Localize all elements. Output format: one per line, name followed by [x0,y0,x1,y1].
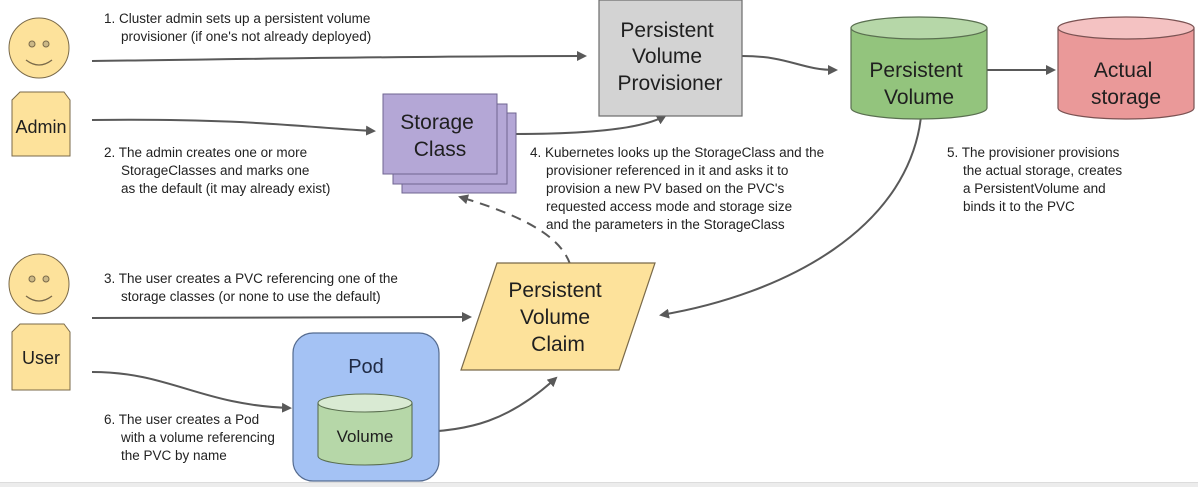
user-label: User [22,348,60,368]
edge-user-to-pod [91,371,292,413]
step-2-annotation: 2. The admin creates one or more Storage… [104,145,330,196]
pvc-label-line: Persistent [508,279,602,302]
step-4-annotation: 4. Kubernetes looks up the StorageClass … [530,145,828,232]
pod-node: Pod Volume [292,332,440,482]
storage-class-card-front [382,93,498,175]
pvc-label-line: Claim [531,333,585,356]
user-smile-icon [25,295,53,302]
step-line: 4. Kubernetes looks up the StorageClass … [530,145,824,160]
actual-storage-node: Actual storage [1057,16,1195,120]
storage-cylinder-top [1057,16,1195,40]
storage-cylinder-body [1057,28,1195,120]
step-line: the actual storage, creates [963,163,1122,178]
pod-volume-cylinder-body [317,403,413,466]
pvc-label-line: Volume [520,306,590,329]
step-line: and the parameters in the StorageClass [546,217,785,232]
step-line: the PVC by name [121,448,227,463]
edge-pvc-to-storageclass-dashed [458,194,571,265]
pvc-label: Persistent Volume Claim [508,279,607,356]
edge-admin-to-provisioner [91,51,587,62]
admin-eye-right-icon [42,40,50,48]
storage-class-node: Storage Class [382,93,517,194]
edge-admin-to-storageclass [91,118,376,136]
admin-eye-left-icon [28,40,36,48]
user-eye-right-icon [42,275,50,283]
user-head-icon [8,253,70,315]
edges [91,51,1056,433]
provisioner-label-line: Provisioner [617,72,722,95]
admin-body [11,91,71,157]
user-eye-left-icon [28,275,36,283]
provisioner-label: Persistent Volume Provisioner [617,19,722,95]
step-line: 1. Cluster admin sets up a persistent vo… [104,11,370,26]
step-line: with a volume referencing [120,430,275,445]
step-1-annotation: 1. Cluster admin sets up a persistent vo… [104,11,374,44]
step-line: 6. The user creates a Pod [104,412,259,427]
pod-label: Pod [348,356,384,378]
pod-volume-label: Volume [337,427,394,446]
provisioner-box [598,0,743,117]
provisioner-label-line: Volume [632,45,702,68]
step-line: provisioner (if one's not already deploy… [121,29,371,44]
step-6-annotation: 6. The user creates a Pod with a volume … [104,412,279,463]
pv-cylinder-top [850,16,988,40]
step-line: a PersistentVolume and [963,181,1106,196]
user-actor: User [8,253,71,391]
admin-actor: Admin [8,17,71,157]
step-3-annotation: 3. The user creates a PVC referencing on… [104,271,402,304]
storage-label: Actual storage [1091,59,1161,109]
admin-head-icon [8,17,70,79]
provisioner-node: Persistent Volume Provisioner [598,0,743,117]
step-line: provision a new PV based on the PVC's [546,181,784,196]
step-line: requested access mode and storage size [546,199,792,214]
admin-label: Admin [15,117,66,137]
provisioner-label-line: Persistent [620,19,714,42]
admin-smile-icon [25,59,53,66]
edge-pv-to-pvc [659,105,923,319]
step-line: binds it to the PVC [963,199,1075,214]
storage-class-label-line: Storage [400,111,474,134]
pv-label: Persistent Volume [869,59,968,109]
storage-class-label-line: Class [414,138,467,161]
step-line: 5. The provisioner provisions [947,145,1120,160]
edge-provisioner-to-pv [741,55,838,75]
bottom-divider [0,482,1198,487]
step-line: provisioner referenced in it and asks it… [546,163,788,178]
step-line: storage classes (or none to use the defa… [121,289,381,304]
pv-label-line: Volume [884,86,954,109]
step-line: 2. The admin creates one or more [104,145,307,160]
step-line: 3. The user creates a PVC referencing on… [104,271,398,286]
persistent-volume-node: Persistent Volume [850,16,988,120]
pv-cylinder-body [850,28,988,120]
pv-label-line: Persistent [869,59,963,82]
step-line: StorageClasses and marks one [121,163,309,178]
storage-class-label: Storage Class [400,111,479,161]
edge-storageclass-to-provisioner [514,115,667,135]
user-body [11,323,71,391]
pvc-parallelogram [460,262,656,371]
edge-user-to-pvc [91,312,472,323]
step-line: as the default (it may already exist) [121,181,330,196]
storage-label-line: Actual [1094,59,1152,82]
step-5-annotation: 5. The provisioner provisions the actual… [947,145,1126,214]
pod-volume-cylinder-top [317,393,413,413]
pvc-node: Persistent Volume Claim [460,262,656,371]
storage-label-line: storage [1091,86,1161,109]
